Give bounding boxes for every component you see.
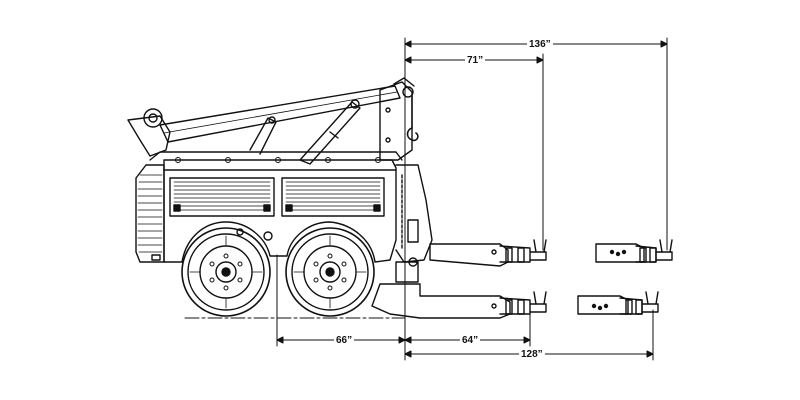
rear-rear-wheel: [285, 227, 375, 317]
rear-frame: [395, 164, 433, 283]
dimension-label-underlift-retracted: 64”: [460, 335, 481, 346]
truck-body: [135, 151, 403, 263]
dimension-label-overall-lower: 128”: [519, 349, 545, 360]
wrecker-boom: [127, 77, 419, 165]
front-rear-wheel: [181, 227, 271, 317]
dimension-label-axle-to-body: 66”: [334, 335, 355, 346]
dimension-label-overall-upper: 136”: [527, 39, 553, 50]
lower-extended-arm: [577, 291, 659, 315]
lower-underlift-arm: [371, 283, 547, 319]
dimension-label-boom-reach: 71”: [465, 55, 486, 66]
upper-underlift-arm: [429, 239, 547, 267]
upper-extended-arm: [595, 239, 673, 263]
